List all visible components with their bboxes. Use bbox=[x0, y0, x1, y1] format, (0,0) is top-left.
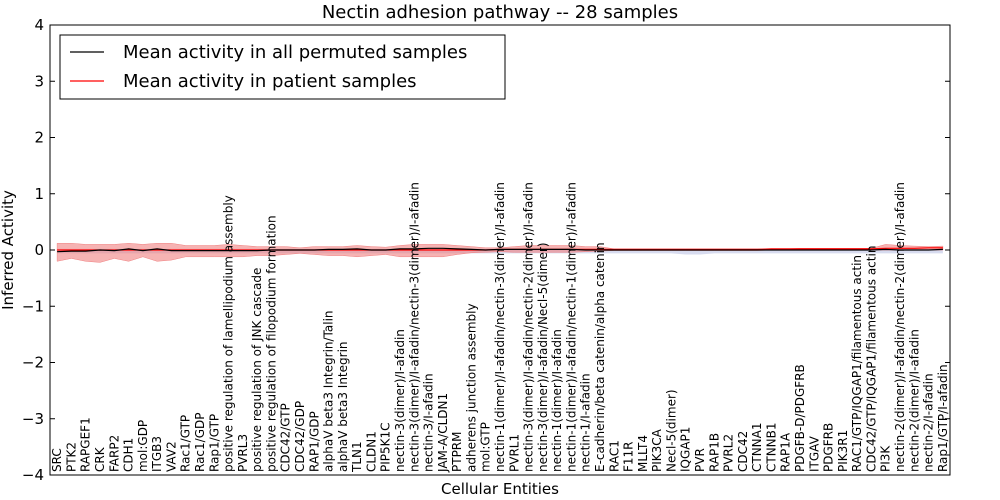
legend-box bbox=[59, 34, 506, 100]
category-label: PI3K bbox=[879, 445, 893, 472]
category-label: nectin-3(dimer)/I-afadin bbox=[393, 329, 407, 472]
category-label: CRK bbox=[93, 446, 107, 472]
category-label: CDC42 bbox=[736, 431, 750, 472]
category-label: Rap1/GTP bbox=[207, 414, 221, 472]
category-label: nectin-1(dimer)/I-afadin bbox=[550, 329, 564, 472]
category-label: nectin-3(dimer)/I-afadin/Necl-5(dimer) bbox=[536, 242, 550, 472]
category-label: nectin-3(dimer)/I-afadin/nectin-2(dimer)… bbox=[522, 182, 536, 472]
category-label: alphaV beta3 Integrin/Talin bbox=[322, 310, 336, 472]
category-label: ITGB3 bbox=[150, 436, 164, 472]
category-label: positive regulation of filopodium format… bbox=[264, 215, 278, 472]
category-label: nectin-3/I-afadin bbox=[422, 373, 436, 472]
category-label: adherens junction assembly bbox=[464, 303, 478, 472]
category-label: FARP2 bbox=[107, 435, 121, 472]
category-label: F11R bbox=[622, 441, 636, 472]
category-label: TLN1 bbox=[350, 441, 364, 473]
x-axis-label: Cellular Entities bbox=[441, 480, 559, 498]
category-label: positive regulation of lamellipodium ass… bbox=[222, 195, 236, 472]
category-label: Rac1/GDP bbox=[193, 413, 207, 472]
y-tick-label: −2 bbox=[22, 354, 44, 372]
category-label: CDC42/GDP bbox=[293, 401, 307, 472]
y-axis-label: Inferred Activity bbox=[0, 190, 17, 310]
category-label: SRC bbox=[50, 448, 64, 472]
category-label: PVRL2 bbox=[722, 434, 736, 472]
category-label: CLDN1 bbox=[364, 431, 378, 472]
category-label: Rap1/GTP/I-afadin bbox=[936, 364, 950, 472]
category-label: JAM-A/CLDN1 bbox=[436, 393, 450, 473]
category-label: PVR bbox=[693, 448, 707, 472]
category-label: PTPRM bbox=[450, 432, 464, 473]
series-lines bbox=[57, 247, 943, 253]
category-label: PTK2 bbox=[64, 442, 78, 472]
legend-label-patient: Mean activity in patient samples bbox=[123, 71, 417, 92]
y-tick-label: −4 bbox=[22, 466, 44, 484]
chart-title: Nectin adhesion pathway -- 28 samples bbox=[322, 2, 678, 23]
category-label: RAC1 bbox=[607, 440, 621, 472]
y-tick-label: −3 bbox=[22, 410, 44, 428]
y-tick-label: 3 bbox=[34, 72, 44, 90]
category-label: PDGFB-D/PDGFRB bbox=[793, 364, 807, 472]
y-axis-ticks: −4 −3 −2 −1 0 1 2 3 4 bbox=[22, 16, 950, 484]
category-label: nectin-1(dimer)/I-afadin/nectin-3(dimer)… bbox=[493, 182, 507, 472]
category-label: nectin-1/I-afadin bbox=[579, 373, 593, 472]
category-label: nectin-3(dimer)/I-afadin/nectin-3(dimer)… bbox=[407, 182, 421, 472]
category-label: E-cadherin/beta catenin/alpha catenin bbox=[593, 242, 607, 472]
category-label: MLLT4 bbox=[636, 435, 650, 472]
category-label: RAP1B bbox=[707, 433, 721, 472]
category-label: nectin-2(dimer)/I-afadin bbox=[907, 329, 921, 472]
category-label: Necl-5(dimer) bbox=[664, 389, 678, 472]
category-label: PVRL3 bbox=[236, 434, 250, 472]
legend: Mean activity in all permuted samples Me… bbox=[59, 34, 506, 100]
y-tick-label: 2 bbox=[34, 129, 44, 147]
y-tick-label: −1 bbox=[22, 297, 44, 315]
category-label: RAPGEF1 bbox=[79, 417, 93, 472]
category-label: RAP1/GDP bbox=[307, 411, 321, 472]
category-label: Rac1/GTP bbox=[179, 415, 193, 472]
category-label: CDH1 bbox=[122, 438, 136, 472]
category-label: mol:GTP bbox=[479, 422, 493, 472]
category-label: IQGAP1 bbox=[679, 427, 693, 472]
category-label: positive regulation of JNK cascade bbox=[250, 268, 264, 472]
y-tick-label: 1 bbox=[34, 185, 44, 203]
category-label: nectin-2(dimer)/I-afadin/nectin-2(dimer)… bbox=[893, 182, 907, 472]
category-label: RAC1/GTP/IQGAP1/filamentous actin bbox=[850, 255, 864, 472]
category-label: PIK3CA bbox=[650, 428, 664, 472]
category-label: PVRL1 bbox=[507, 434, 521, 472]
category-label: PIP5K1C bbox=[379, 422, 393, 472]
category-label: nectin-2/I-afadin bbox=[922, 373, 936, 472]
category-label: CDC42/GTP/IQGAP1/filamentous actin bbox=[864, 246, 878, 472]
category-label: PDGFRB bbox=[822, 423, 836, 472]
category-label: VAV2 bbox=[164, 441, 178, 472]
legend-label-permuted: Mean activity in all permuted samples bbox=[123, 42, 467, 63]
category-label: CDC42/GTP bbox=[279, 403, 293, 472]
y-tick-label: 4 bbox=[34, 16, 44, 34]
category-label: mol:GDP bbox=[136, 420, 150, 472]
category-label: ITGAV bbox=[807, 435, 821, 472]
category-label: CTNNA1 bbox=[750, 422, 764, 472]
category-label: RAP1A bbox=[779, 432, 793, 472]
plot-frame bbox=[49, 24, 951, 476]
category-label: CTNNB1 bbox=[764, 422, 778, 472]
y-tick-label: 0 bbox=[34, 241, 44, 259]
category-label: PIK3R1 bbox=[836, 430, 850, 472]
category-label: alphaV beta3 Integrin bbox=[336, 341, 350, 472]
category-label: nectin-1(dimer)/I-afadin/nectin-1(dimer)… bbox=[564, 182, 578, 472]
permuted-mean-line bbox=[57, 247, 943, 253]
